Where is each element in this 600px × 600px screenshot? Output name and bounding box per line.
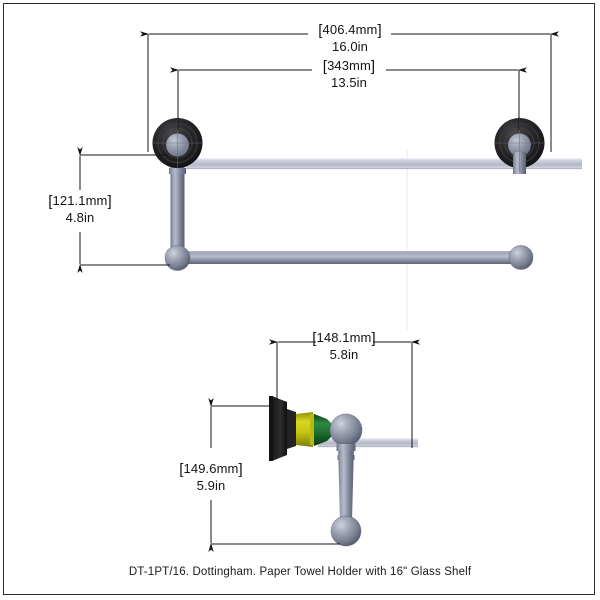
- dim-121-extensions: [80, 154, 170, 266]
- dimension-imperial-value: 5.9in: [196, 477, 226, 493]
- dimension-label-left-height: [121.1mm] 4.8in: [20, 193, 140, 225]
- drawing-caption: DT-1PT/16. Dottingham. Paper Towel Holde…: [128, 566, 472, 578]
- metric-text: 148.1mm: [316, 330, 372, 345]
- dimension-imperial-value: 4.8in: [65, 209, 95, 225]
- dimension-imperial-value: 16.0in: [331, 38, 369, 54]
- towel-bar: [176, 251, 518, 264]
- dimension-metric-value: [406.4mm]: [250, 22, 450, 40]
- side-vertical-post: [336, 444, 356, 521]
- side-ball-joint: [329, 413, 363, 447]
- metric-text: 121.1mm: [52, 193, 108, 208]
- elbow-ball-joint: [164, 245, 191, 271]
- metric-text: 343mm: [327, 58, 371, 73]
- dim-148-extensions: [276, 342, 413, 448]
- right-wall-mount: [494, 117, 545, 174]
- dimension-metric-value: [149.6mm]: [151, 461, 271, 479]
- side-ball-foot: [330, 515, 362, 547]
- bracket-open: [: [318, 22, 323, 39]
- dimension-label-mount-spacing: [343mm] 13.5in: [249, 58, 449, 90]
- side-mount-plate: [269, 396, 296, 461]
- dimension-imperial-value: 13.5in: [330, 74, 368, 90]
- left-vertical-post: [169, 150, 186, 255]
- bracket-close: ]: [370, 58, 376, 75]
- dimension-label-lower-width: [148.1mm] 5.8in: [294, 330, 394, 362]
- bracket-open: [: [179, 461, 184, 478]
- dim-149-extensions: [211, 405, 340, 545]
- dimension-metric-value: [148.1mm]: [294, 330, 394, 348]
- bracket-open: [: [312, 330, 317, 347]
- metric-text: 406.4mm: [322, 22, 378, 37]
- dim-343-extensions: [177, 70, 520, 130]
- dimension-label-lower-height: [149.6mm] 5.9in: [151, 461, 271, 493]
- front-elevation-view: [152, 117, 582, 271]
- bracket-close: ]: [107, 193, 112, 210]
- bracket-open: [: [48, 193, 53, 210]
- bracket-close: ]: [371, 330, 376, 347]
- metric-text: 149.6mm: [183, 461, 239, 476]
- dimension-metric-value: [343mm]: [249, 58, 449, 76]
- dimension-label-overall-width: [406.4mm] 16.0in: [250, 22, 450, 54]
- towel-bar-end-finial: [508, 245, 534, 270]
- dimension-imperial-value: 5.8in: [329, 346, 359, 362]
- green-accent-segment: [314, 414, 332, 446]
- dimension-geometry: [77, 31, 559, 552]
- bracket-close: ]: [238, 461, 243, 478]
- bracket-close: ]: [377, 22, 382, 39]
- yellow-accent-segment: [296, 412, 315, 447]
- dimension-metric-value: [121.1mm]: [20, 193, 140, 211]
- side-elevation-view: [269, 396, 418, 547]
- dim-406-extensions: [147, 34, 552, 152]
- bracket-open: [: [322, 58, 328, 75]
